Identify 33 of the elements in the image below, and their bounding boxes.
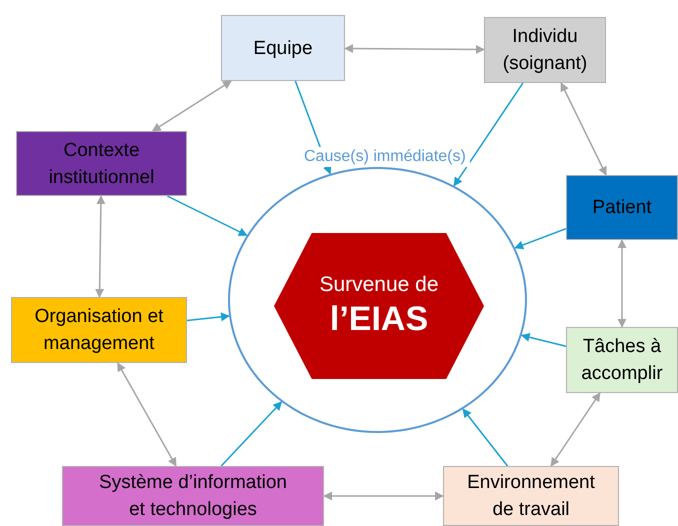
- arrow: [462, 408, 508, 466]
- factor-box: [484, 17, 606, 83]
- factor-label: Individu (soignant): [502, 25, 588, 76]
- double-arrow: [560, 82, 607, 176]
- factor-box: [16, 131, 187, 196]
- double-arrow: [550, 392, 601, 467]
- arrow: [520, 332, 566, 347]
- event-title: l’EIAS: [330, 298, 428, 340]
- arrow: [453, 82, 524, 186]
- double-arrow: [117, 362, 177, 467]
- arrow: [186, 312, 230, 322]
- factor-box: [566, 175, 678, 240]
- double-arrow: [152, 80, 232, 132]
- factor-label: Système d’information et technologies: [98, 471, 288, 522]
- double-arrow: [344, 44, 485, 54]
- factor-box: [62, 466, 324, 526]
- double-arrow: [618, 239, 626, 328]
- factor-box: [11, 297, 187, 363]
- factor-label: Environnement de travail: [466, 471, 596, 522]
- double-arrow: [323, 492, 444, 500]
- factor-label: Patient: [592, 196, 652, 220]
- arrow: [166, 195, 248, 236]
- double-arrow: [95, 195, 106, 298]
- factor-box: [221, 15, 345, 81]
- arrow: [514, 228, 566, 250]
- event-subtitle: Survenue de: [319, 272, 439, 298]
- factor-label: Equipe: [253, 36, 313, 60]
- factor-box: [566, 327, 678, 393]
- factor-label: Organisation et management: [34, 305, 164, 356]
- factor-label: Contexte institutionnel: [48, 138, 156, 190]
- factor-label: Tâches à accomplir: [580, 335, 664, 386]
- arrow: [220, 401, 282, 467]
- factor-box: [443, 466, 619, 526]
